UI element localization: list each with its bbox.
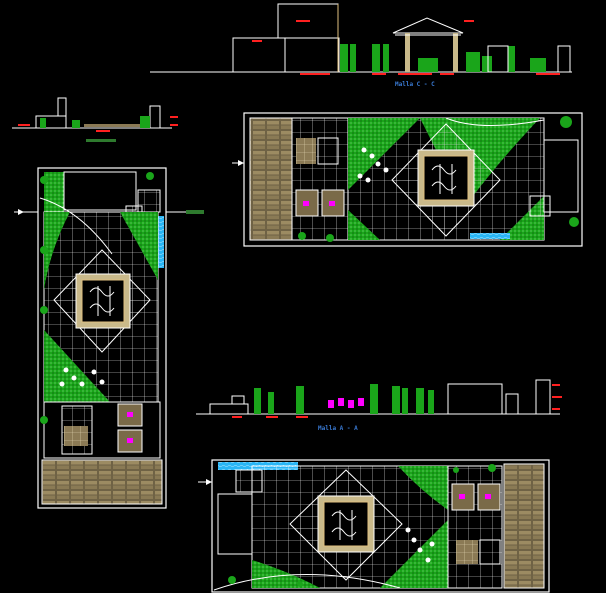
deck-left	[41, 459, 163, 505]
diamond-feature-bottom	[289, 469, 403, 581]
dimension-marks-top	[252, 20, 560, 75]
elevation-small	[12, 97, 178, 142]
deck-top-right	[249, 117, 293, 241]
stepping-stones-top	[357, 147, 389, 183]
elevation-middle: Malla A - A	[196, 379, 562, 432]
stepping-stones-left	[59, 367, 105, 387]
diamond-feature-left	[53, 249, 151, 353]
diamond-feature-top	[391, 123, 501, 237]
water-channel-left	[158, 216, 164, 268]
plan-top-right	[232, 112, 583, 247]
stepping-stones-bottom	[405, 527, 435, 563]
furniture-elevation	[328, 398, 364, 408]
elevation-top: Malla C - C	[150, 3, 572, 88]
deck-bottom	[503, 463, 545, 589]
water-channel	[470, 233, 510, 239]
hedges-top	[340, 44, 546, 72]
plan-left-vertical	[14, 167, 204, 509]
plan-bottom	[198, 459, 550, 593]
section-label-top: Malla C - C	[395, 81, 435, 88]
pergola	[392, 17, 464, 72]
section-label-middle: Malla A - A	[318, 425, 358, 432]
